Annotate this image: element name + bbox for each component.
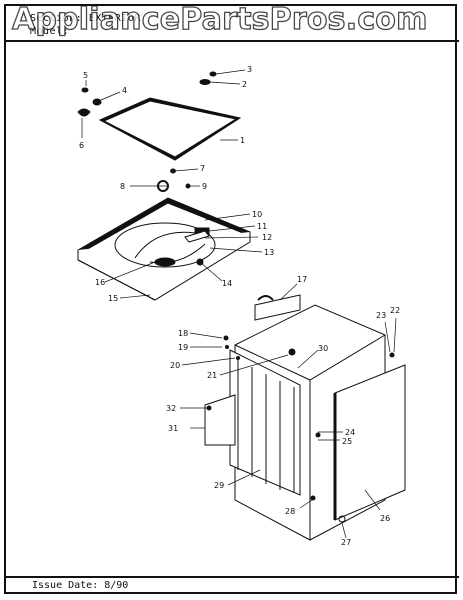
- hinge-part-5: [81, 87, 89, 93]
- callout-9: 9: [202, 182, 207, 191]
- callout-14: 14: [222, 279, 232, 288]
- footer-rule: [4, 576, 459, 578]
- hinge-part-6: [77, 108, 91, 117]
- callout-2: 2: [242, 80, 247, 89]
- callout-21: 21: [207, 371, 217, 380]
- screw-9: [185, 183, 191, 189]
- callout-15: 15: [108, 294, 118, 303]
- model-label: Model:: [30, 26, 69, 37]
- callout-31: 31: [168, 424, 178, 433]
- callout-23: 23: [376, 311, 386, 320]
- issue-date: Issue Date: 8/90: [32, 580, 129, 591]
- callout-10: 10: [252, 210, 262, 219]
- callout-32: 32: [166, 404, 176, 413]
- callout-19: 19: [178, 343, 188, 352]
- control-bracket: [254, 294, 301, 321]
- callout-1: 1: [240, 136, 245, 145]
- callout-20: 20: [170, 361, 180, 370]
- callout-3: 3: [247, 65, 252, 74]
- hinge-part-4: [92, 98, 102, 106]
- section-label: Section: EXTERIOR: [30, 13, 141, 24]
- model-prefix: Model:: [30, 26, 70, 37]
- callout-12: 12: [262, 233, 272, 242]
- callout-16: 16: [95, 278, 105, 287]
- callout-18: 18: [178, 329, 188, 338]
- callout-4: 4: [122, 86, 127, 95]
- callout-30: 30: [318, 344, 328, 353]
- page-border: [4, 4, 457, 594]
- section-code: EXTERIOR: [88, 13, 141, 24]
- callout-11: 11: [257, 222, 267, 231]
- section-prefix: Section:: [30, 13, 83, 24]
- header-rule: [4, 40, 459, 42]
- callout-26: 26: [380, 514, 390, 523]
- callout-28: 28: [285, 507, 295, 516]
- callout-13: 13: [264, 248, 274, 257]
- callout-8: 8: [120, 182, 125, 191]
- callout-5: 5: [83, 71, 88, 80]
- callout-24: 24: [345, 428, 355, 437]
- callout-17: 17: [297, 275, 307, 284]
- opening: [114, 222, 216, 268]
- callout-7: 7: [200, 164, 205, 173]
- callout-25: 25: [342, 437, 352, 446]
- callout-27: 27: [341, 538, 351, 547]
- callout-6: 6: [79, 141, 84, 150]
- hinge-part-3: [209, 71, 217, 77]
- watermark-text: AppliancePartsPros.com: [11, 1, 428, 37]
- clip-16: [154, 257, 176, 267]
- callout-22: 22: [390, 306, 400, 315]
- bumper-7: [170, 168, 176, 174]
- actuator-12: [184, 230, 210, 243]
- back-panel: [204, 394, 236, 446]
- hinge-part-2: [199, 79, 211, 85]
- callout-29: 29: [214, 481, 224, 490]
